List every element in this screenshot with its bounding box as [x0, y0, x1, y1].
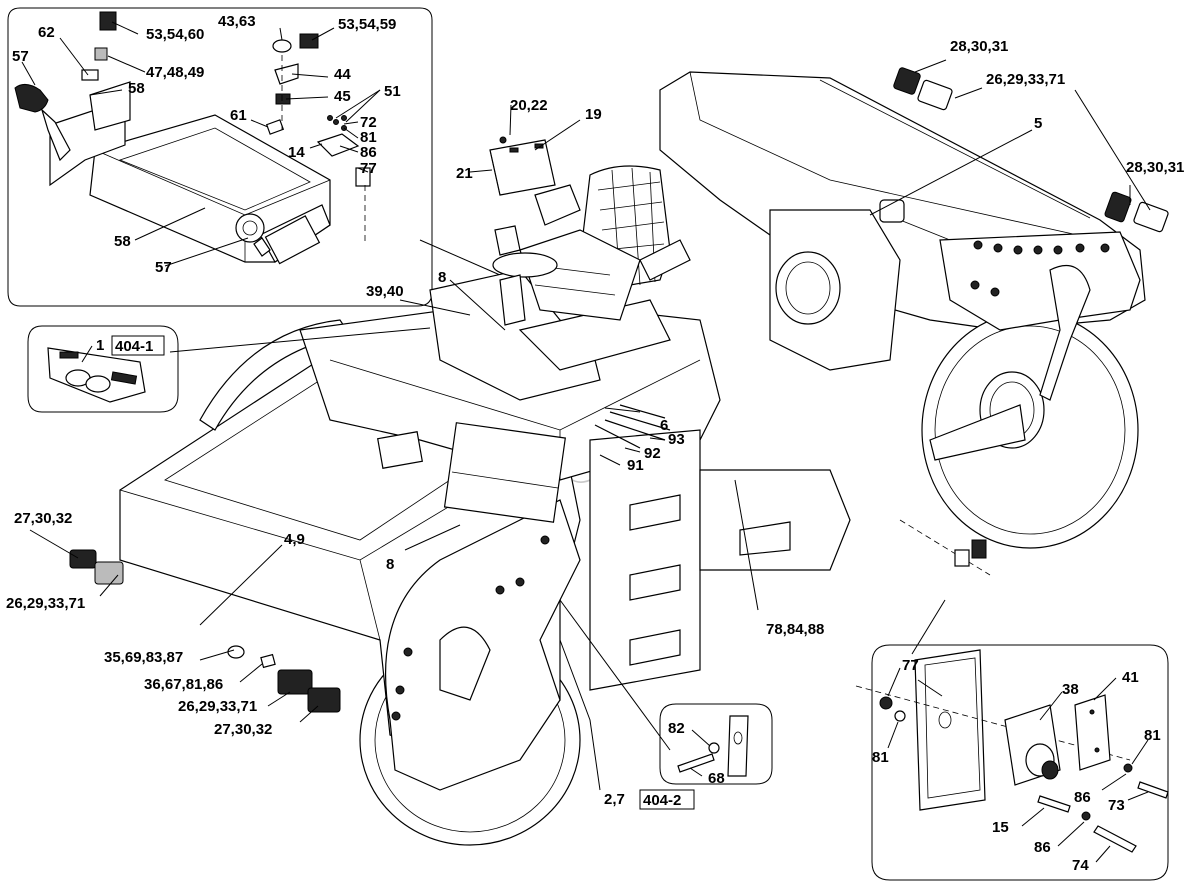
label-86-detail-bottom: 86 — [1034, 839, 1051, 856]
label-61: 61 — [230, 107, 247, 124]
label-26-29-33-71-left: 26,29,33,71 — [6, 595, 85, 612]
label-26-29-33-71-top: 26,29,33,71 — [986, 71, 1065, 88]
label-44: 44 — [334, 66, 351, 83]
label-19: 19 — [585, 106, 602, 123]
label-57-top: 57 — [12, 48, 29, 65]
label-72: 72 — [360, 114, 377, 131]
label-20-22: 20,22 — [510, 97, 548, 114]
label-91: 91 — [627, 457, 644, 474]
label-58-top: 58 — [128, 80, 145, 97]
leader-lines-main — [29, 59, 1151, 791]
label-57-bottom: 57 — [155, 259, 172, 276]
label-82: 82 — [668, 720, 685, 737]
label-2-7: 2,7 — [604, 791, 625, 808]
label-28-30-31-top: 28,30,31 — [950, 38, 1008, 55]
label-93: 93 — [668, 431, 685, 448]
label-6: 6 — [660, 417, 668, 434]
label-21: 21 — [456, 165, 473, 182]
label-8-top: 8 — [438, 269, 446, 286]
label-8-middle: 8 — [386, 556, 394, 573]
label-73: 73 — [1108, 797, 1125, 814]
label-62: 62 — [38, 24, 55, 41]
light-unit-inset: 77 38 41 81 81 86 73 15 86 74 — [855, 644, 1169, 881]
label-53-54-59: 53,54,59 — [338, 16, 396, 33]
ref-404-2[interactable]: 404-2 — [643, 792, 681, 809]
dashboard-inset: 1 404-1 — [27, 325, 179, 413]
label-28-30-31-right: 28,30,31 — [1126, 159, 1184, 176]
label-35-69-83-87: 35,69,83,87 — [104, 649, 183, 666]
label-53-54-60: 53,54,60 — [146, 26, 204, 43]
label-36-67-81-86: 36,67,81,86 — [144, 676, 223, 693]
ref-box-404-1[interactable]: 404-1 — [111, 335, 165, 356]
label-81-detail-right: 81 — [1144, 727, 1161, 744]
label-78-84-88: 78,84,88 — [766, 621, 824, 638]
label-27-30-32-bottom: 27,30,32 — [214, 721, 272, 738]
label-5: 5 — [1034, 115, 1042, 132]
label-15: 15 — [992, 819, 1009, 836]
labels-main: 20,22 19 21 28,30,31 26,29,33,71 5 28,30… — [6, 38, 1184, 810]
label-45: 45 — [334, 88, 351, 105]
label-81-detail-left: 81 — [872, 749, 889, 766]
label-27-30-32-left: 27,30,32 — [14, 510, 72, 527]
label-43-63: 43,63 — [218, 13, 256, 30]
label-1: 1 — [96, 337, 104, 354]
label-26-29-33-71-bottom: 26,29,33,71 — [178, 698, 257, 715]
label-47-48-49: 47,48,49 — [146, 64, 204, 81]
label-38: 38 — [1062, 681, 1079, 698]
label-74: 74 — [1072, 857, 1089, 874]
label-77-inset: 77 — [360, 160, 377, 177]
ref-404-1[interactable]: 404-1 — [115, 338, 153, 355]
label-58-bottom: 58 — [114, 233, 131, 250]
bolt-detail-inset: 82 68 — [659, 703, 773, 787]
label-39-40: 39,40 — [366, 283, 404, 300]
label-51: 51 — [384, 83, 401, 100]
label-81-inset: 81 — [360, 129, 377, 146]
label-77-detail: 77 — [902, 657, 919, 674]
console-detail-inset: 53,54,60 43,63 53,54,59 62 57 47,48,49 5… — [7, 7, 433, 307]
label-86-detail-top: 86 — [1074, 789, 1091, 806]
label-14: 14 — [288, 144, 305, 161]
label-86-inset: 86 — [360, 144, 377, 161]
label-92: 92 — [644, 445, 661, 462]
label-4-9: 4,9 — [284, 531, 305, 548]
ref-box-404-2[interactable]: 404-2 — [639, 789, 695, 810]
label-41: 41 — [1122, 669, 1139, 686]
label-68: 68 — [708, 770, 725, 787]
